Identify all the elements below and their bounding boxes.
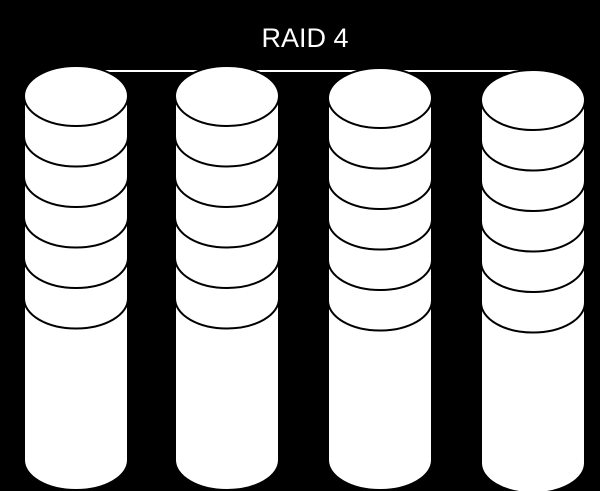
disk-body	[327, 67, 433, 491]
disk-body	[480, 69, 586, 491]
disk-top-rim	[327, 97, 433, 129]
disk-stripe	[480, 261, 586, 293]
disk-stripe	[23, 298, 129, 330]
disk-stripe	[327, 219, 433, 251]
disk-top-rim	[23, 95, 129, 127]
disk-stripe	[23, 176, 129, 208]
disk-stripe	[480, 180, 586, 212]
disk-4	[480, 69, 586, 491]
disk-stripe	[23, 217, 129, 249]
disk-top-rim	[480, 99, 586, 131]
disk-array	[23, 65, 586, 491]
disk-1	[23, 65, 129, 491]
disk-body	[23, 65, 129, 491]
disk-stripe	[174, 217, 280, 249]
disk-stripe	[327, 138, 433, 170]
disk-3	[327, 67, 433, 491]
disk-stripe	[480, 140, 586, 172]
disk-stripe	[327, 178, 433, 210]
diagram-title: RAID 4	[261, 23, 348, 53]
disk-stripe	[174, 257, 280, 289]
disk-stripe	[23, 136, 129, 168]
disk-stripe	[174, 136, 280, 168]
disk-body	[174, 65, 280, 491]
disk-stripe	[23, 257, 129, 289]
disk-stripe	[480, 302, 586, 334]
disk-top-rim	[174, 95, 280, 127]
disk-2	[174, 65, 280, 491]
disk-stripe	[327, 300, 433, 332]
disk-stripe	[327, 259, 433, 291]
disk-stripe	[174, 298, 280, 330]
disk-stripe	[174, 176, 280, 208]
disk-stripe	[480, 221, 586, 253]
